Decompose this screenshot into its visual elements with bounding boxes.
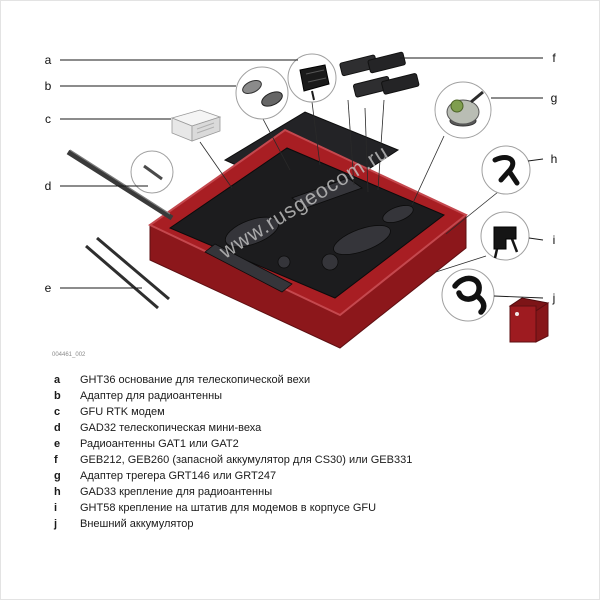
part-antenna-adapter: [235, 66, 289, 120]
legend-row-c: c GFU RTK модем: [0, 404, 600, 420]
callout-circle-left: [130, 150, 174, 194]
callout-letter-i: i: [553, 233, 556, 247]
legend-text: GHT58 крепление на штатив для модемов в …: [80, 502, 377, 514]
transport-case: [148, 111, 468, 349]
legend-key: j: [54, 518, 58, 530]
legend-key: b: [54, 390, 61, 402]
legend-key: c: [54, 406, 61, 418]
legend-row-d: d GAD32 телескопическая мини-веха: [0, 420, 600, 436]
foam-insert: [168, 147, 445, 299]
callout-letter-g: g: [551, 91, 558, 105]
legend-key: g: [54, 470, 61, 482]
legend-key: d: [54, 422, 61, 434]
legend-key: i: [54, 502, 58, 514]
legend-row-j: j Внешний аккумулятор: [0, 516, 600, 532]
case-components-diagram: a b c d e f g h i j 004461_002 www.rusge…: [45, 51, 558, 358]
legend-row-f: f GEB212, GEB260 (запасной аккумулятор д…: [0, 452, 600, 468]
legend-text: GHT36 основание для телескопической вехи: [80, 374, 311, 386]
legend-key: h: [54, 486, 61, 498]
legend-text: GEB212, GEB260 (запасной аккумулятор для…: [80, 454, 413, 466]
foam-cutouts: [204, 177, 414, 293]
legend-text: GAD32 телескопическая мини-веха: [80, 422, 262, 434]
legend-row-h: h GAD33 крепление для радиоантенны: [0, 484, 600, 500]
callout-letter-c: c: [45, 112, 51, 126]
callout-letter-e: e: [45, 281, 52, 295]
part-external-battery: [441, 268, 550, 343]
legend-text: Адаптер для радиоантенны: [80, 390, 223, 402]
callout-letter-a: a: [45, 53, 52, 67]
legend-key: f: [54, 454, 58, 466]
legend-row-b: b Адаптер для радиоантенны: [0, 388, 600, 404]
callout-letter-b: b: [45, 79, 52, 93]
radio-antennas: [85, 236, 170, 310]
legend-text: Внешний аккумулятор: [80, 518, 194, 530]
callout-letter-j: j: [552, 291, 556, 305]
legend-row-e: e Радиоантенны GAT1 или GAT2: [0, 436, 600, 452]
telescopic-pole: [66, 149, 174, 221]
legend-text: GAD33 крепление для радиоантенны: [80, 486, 273, 498]
callout-letter-f: f: [552, 51, 556, 65]
legend-row-a: a GHT36 основание для телескопической ве…: [0, 372, 600, 388]
callout-letter-h: h: [551, 152, 558, 166]
callout-letter-d: d: [45, 179, 52, 193]
part-ght58-mount: [480, 211, 530, 261]
diagram-svg: a b c d e f g h i j 004461_002: [45, 51, 558, 358]
legend-text: GFU RTK модем: [80, 406, 165, 418]
callout-letters: a b c d e f g h i j: [45, 51, 558, 305]
pointer-lines: [199, 99, 499, 273]
legend-row-i: i GHT58 крепление на штатив для модемов …: [0, 500, 600, 516]
part-ght36-base: [287, 53, 337, 103]
legend-text: Адаптер трегера GRT146 или GRT247: [80, 470, 277, 482]
legend-key: a: [54, 374, 61, 386]
leader-lines: [60, 57, 544, 299]
part-batteries: [339, 51, 420, 98]
legend-key: e: [54, 438, 61, 450]
legend-row-g: g Адаптер трегера GRT146 или GRT247: [0, 468, 600, 484]
part-gfu-modem: [170, 109, 222, 142]
legend-text: Радиоантенны GAT1 или GAT2: [80, 438, 239, 450]
part-tribrach-adapter: [434, 81, 492, 139]
legend: a GHT36 основание для телескопической ве…: [0, 372, 600, 532]
part-gad33-mount: [481, 145, 531, 195]
figure-number: 004461_002: [52, 352, 86, 358]
